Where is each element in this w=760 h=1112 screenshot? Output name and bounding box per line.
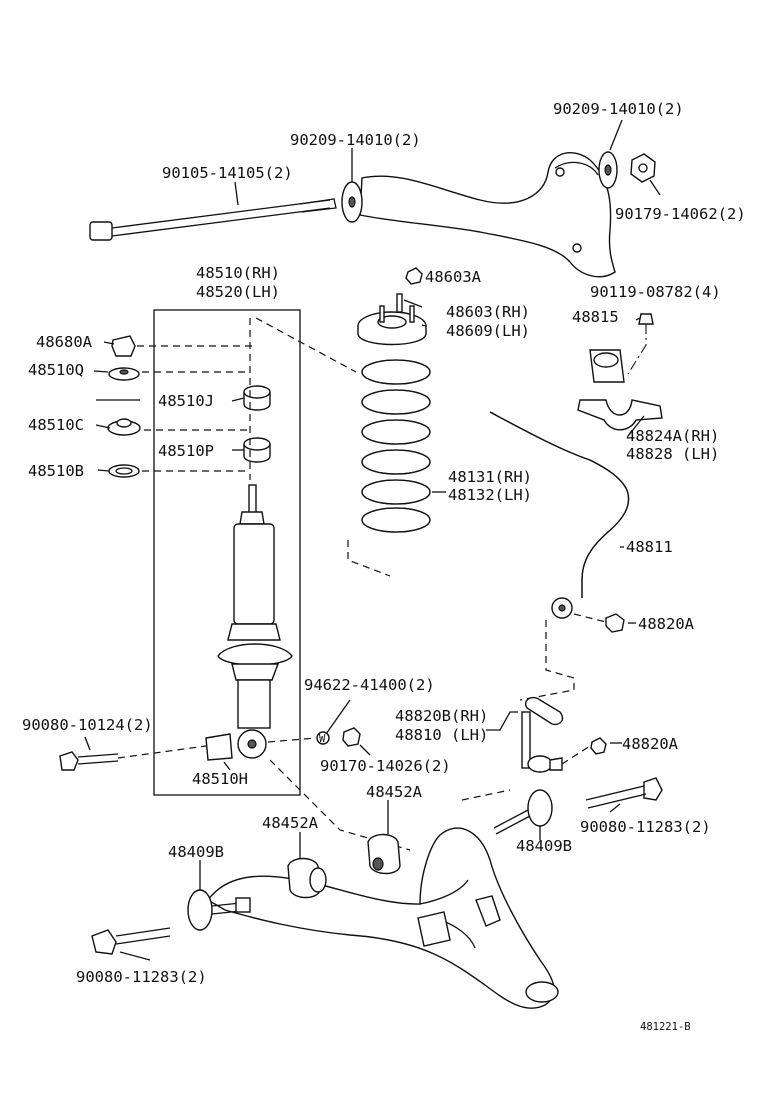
label-48132-lh: 48132(LH) bbox=[448, 486, 532, 504]
label-48409B-right: 48409B bbox=[516, 837, 572, 855]
stabilizer-bracket-48824A bbox=[577, 399, 663, 431]
bolt-90080-11283-left bbox=[91, 927, 171, 955]
washer-90209-right bbox=[598, 151, 618, 189]
stabilizer-link bbox=[521, 696, 564, 773]
label-48510J: 48510J bbox=[158, 392, 214, 410]
lower-control-arm bbox=[206, 759, 559, 1009]
cam-bolt-48409B-right bbox=[493, 789, 553, 835]
label-48131-rh: 48131(RH) bbox=[448, 468, 532, 486]
part-labels: 90209-14010(2) 90209-14010(2) 90105-1410… bbox=[22, 100, 746, 1033]
label-48680A: 48680A bbox=[36, 333, 93, 351]
coil-spring bbox=[361, 359, 431, 533]
bushing-48510J bbox=[243, 385, 271, 411]
cam-bolt-48409B-left bbox=[187, 889, 251, 931]
label-48609-lh: 48609(LH) bbox=[446, 322, 530, 340]
washer-48510B bbox=[108, 464, 140, 478]
nut-48820A-upper bbox=[605, 613, 625, 633]
label-94622: 94622-41400(2) bbox=[304, 676, 435, 694]
label-48820A-upper: 48820A bbox=[638, 615, 695, 633]
label-48815: 48815 bbox=[572, 308, 619, 326]
label-48603-rh: 48603(RH) bbox=[446, 303, 530, 321]
nut-48680A bbox=[111, 335, 136, 357]
bolt-90119 bbox=[627, 313, 654, 375]
label-90119: 90119-08782(4) bbox=[590, 283, 721, 301]
bushing-48510H bbox=[205, 733, 233, 761]
bolt-90105 bbox=[89, 198, 337, 241]
washer-48510Q bbox=[108, 367, 140, 381]
retainer-48510C bbox=[107, 418, 141, 436]
label-90209-mid: 90209-14010(2) bbox=[290, 131, 421, 149]
diagram-code: 481221-B bbox=[640, 1021, 691, 1033]
stabilizer-bushing-48815 bbox=[589, 349, 625, 383]
label-90080-11283-right: 90080-11283(2) bbox=[580, 818, 711, 836]
nut-48603A bbox=[405, 267, 423, 285]
label-90209-top-right: 90209-14010(2) bbox=[553, 100, 684, 118]
label-48510P: 48510P bbox=[158, 442, 214, 460]
label-48510B: 48510B bbox=[28, 462, 84, 480]
washer-94622: W bbox=[316, 731, 330, 745]
label-48409B-left: 48409B bbox=[168, 843, 224, 861]
bushing-48452A-right bbox=[367, 833, 401, 875]
svg-text:W: W bbox=[319, 733, 326, 745]
washer-90209-mid bbox=[341, 181, 363, 223]
label-48510-rh: 48510(RH) bbox=[196, 264, 280, 282]
bushing-48510P bbox=[243, 437, 271, 463]
nut-48820A-lower bbox=[590, 737, 607, 755]
shock-absorber bbox=[217, 484, 293, 759]
label-90170: 90170-14026(2) bbox=[320, 757, 451, 775]
bushing-48452A-left bbox=[287, 857, 327, 899]
label-48510C: 48510C bbox=[28, 416, 84, 434]
label-90105: 90105-14105(2) bbox=[162, 164, 293, 182]
label-48811: 48811 bbox=[626, 538, 673, 556]
bolt-90080-11283-right bbox=[585, 777, 663, 809]
label-48828-lh: 48828 (LH) bbox=[626, 445, 719, 463]
nut-90179 bbox=[630, 153, 656, 183]
nut-90170 bbox=[342, 727, 361, 747]
label-90179: 90179-14062(2) bbox=[615, 205, 746, 223]
label-48452A-right: 48452A bbox=[366, 783, 423, 801]
label-48510H: 48510H bbox=[192, 770, 248, 788]
label-48820B-rh: 48820B(RH) bbox=[395, 707, 488, 725]
label-48820A-lower: 48820A bbox=[622, 735, 679, 753]
upper-control-arm bbox=[359, 152, 616, 278]
label-48603A: 48603A bbox=[425, 268, 482, 286]
label-48824A-rh: 48824A(RH) bbox=[626, 427, 719, 445]
label-48810-lh: 48810 (LH) bbox=[395, 726, 488, 744]
shock-absorber-kit-box bbox=[153, 309, 301, 796]
stabilizer-bar-48811 bbox=[489, 411, 630, 619]
spring-upper-mount bbox=[357, 293, 427, 346]
bolt-90080-10124 bbox=[59, 745, 207, 771]
label-48520-lh: 48520(LH) bbox=[196, 283, 280, 301]
label-48452A-left: 48452A bbox=[262, 814, 319, 832]
label-48510Q: 48510Q bbox=[28, 361, 84, 379]
label-90080-10124: 90080-10124(2) bbox=[22, 716, 153, 734]
label-90080-11283-left: 90080-11283(2) bbox=[76, 968, 207, 986]
leader-lines bbox=[84, 119, 661, 961]
